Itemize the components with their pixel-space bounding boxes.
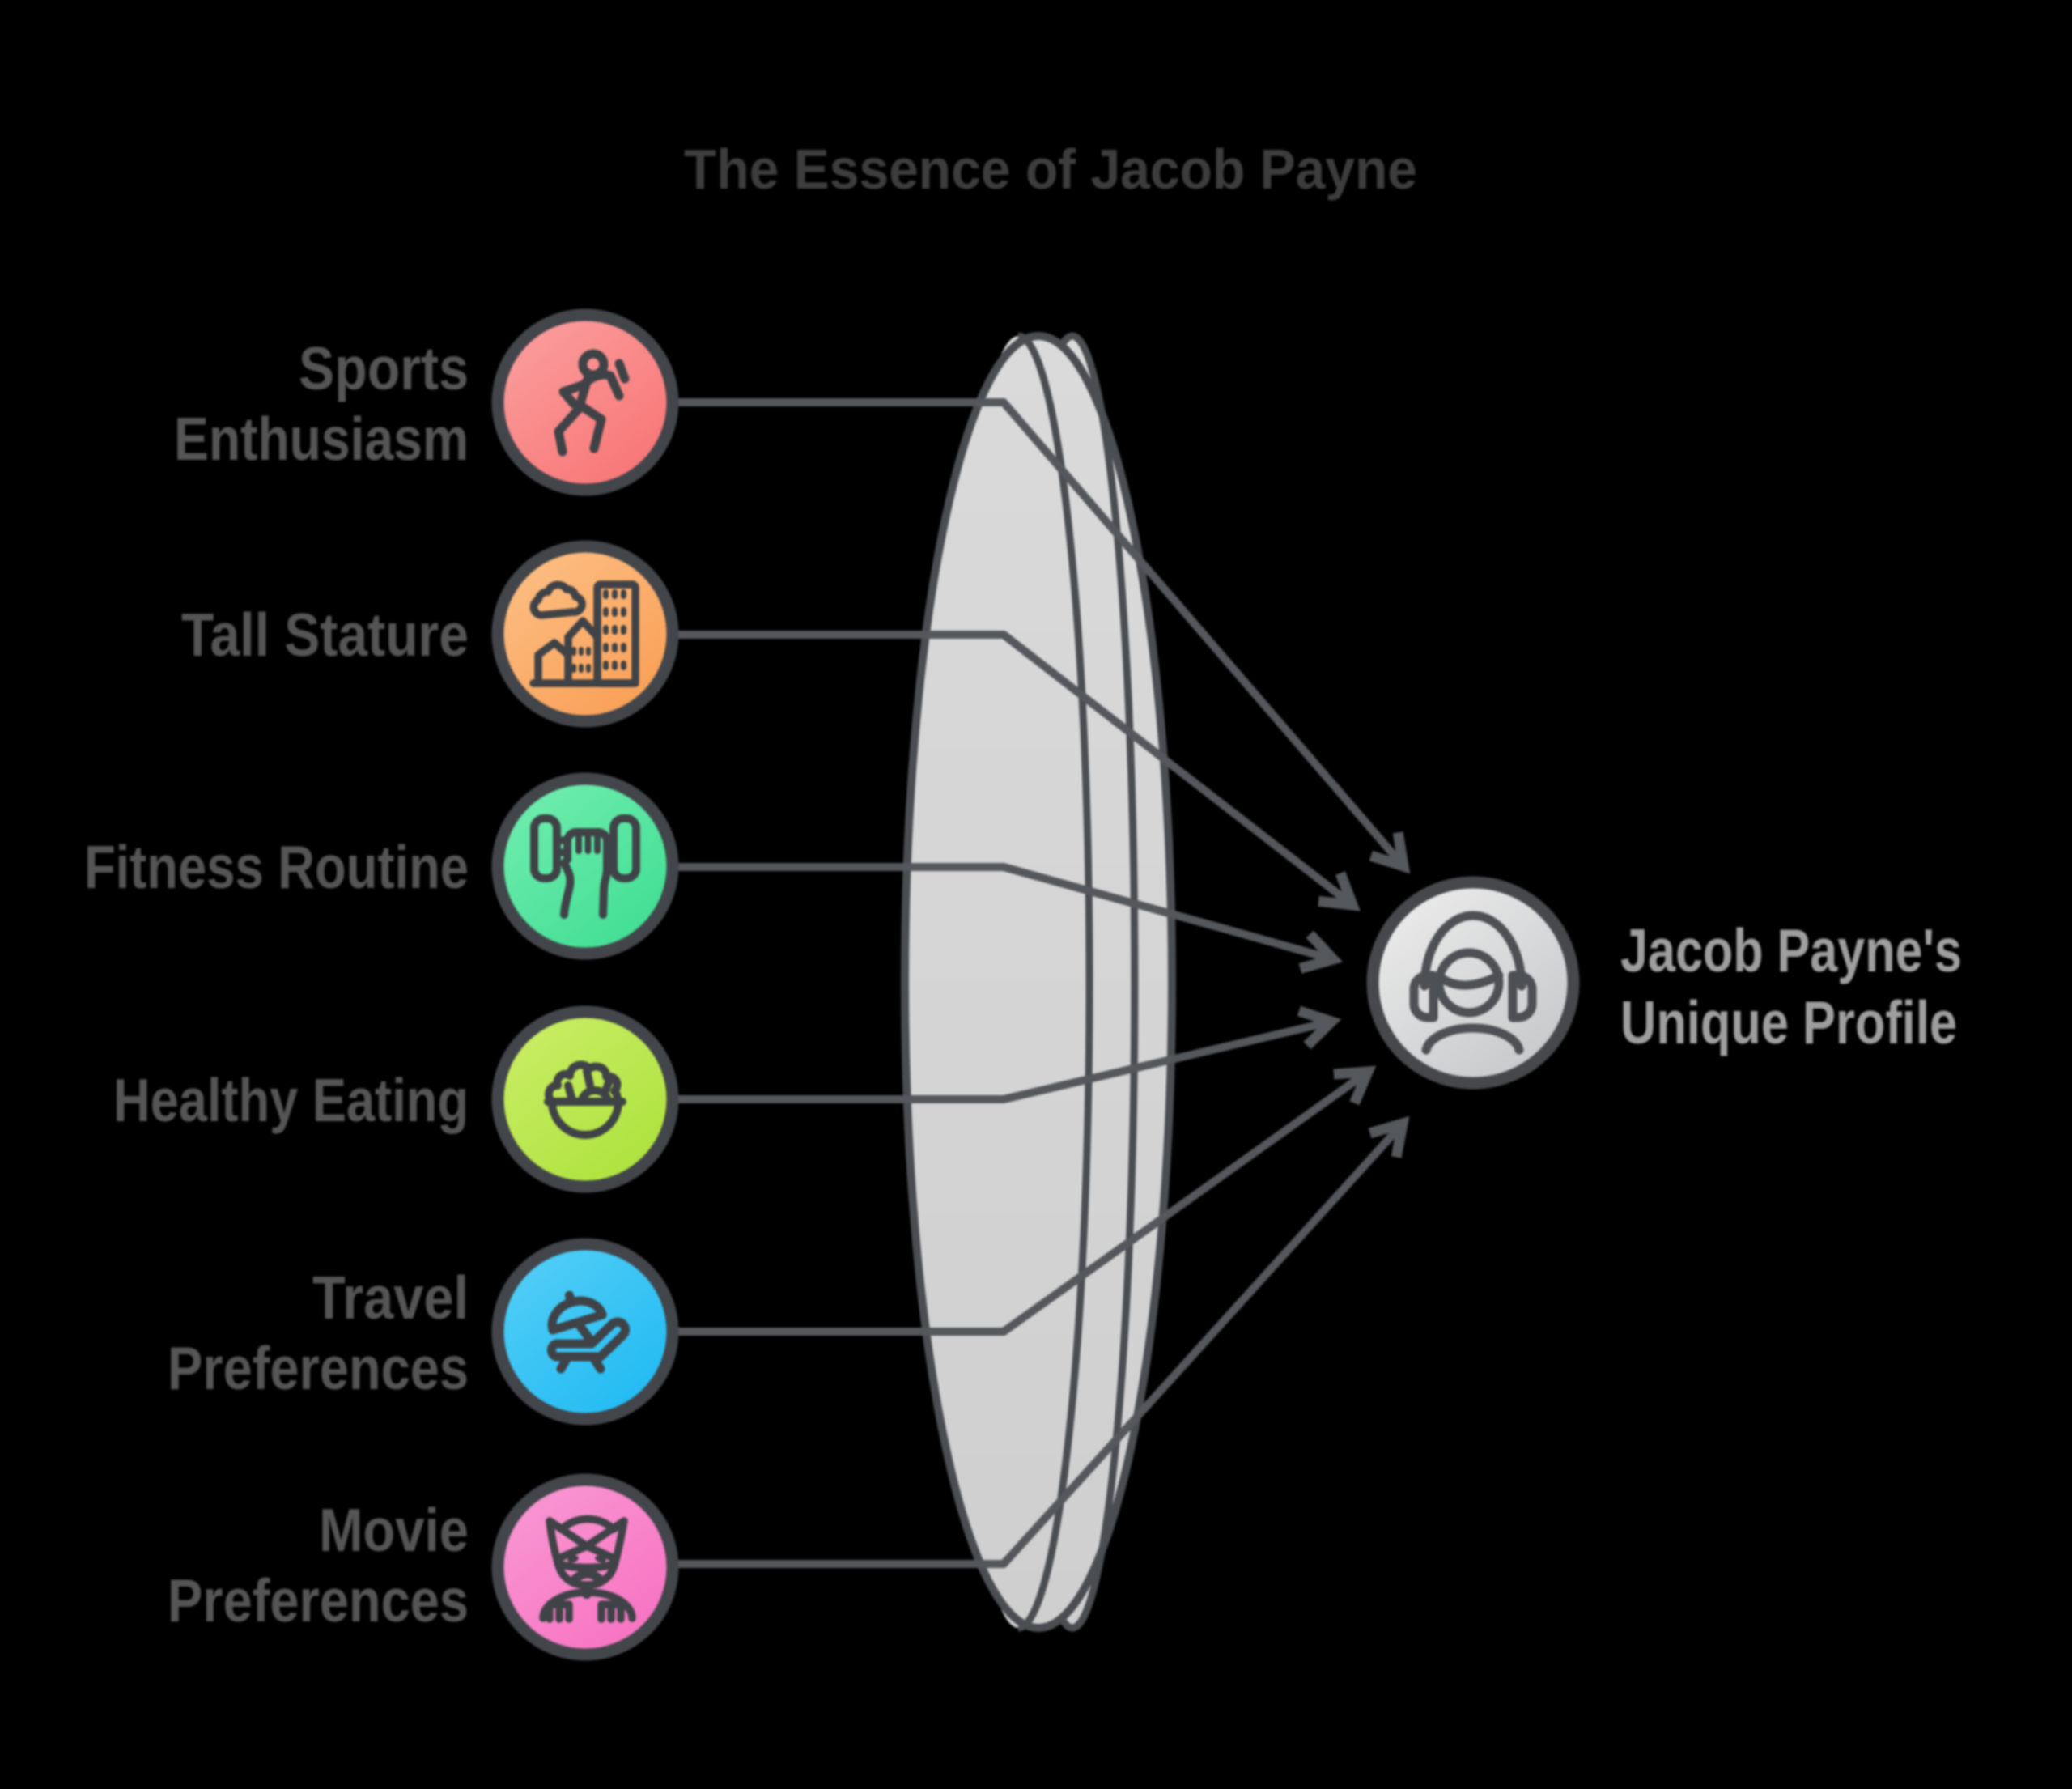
svg-text:Sports: Sports	[299, 334, 469, 402]
svg-text:Fitness Routine: Fitness Routine	[84, 833, 469, 901]
svg-text:Unique Profile: Unique Profile	[1620, 988, 1957, 1056]
svg-text:The Essence of Jacob Payne: The Essence of Jacob Payne	[684, 138, 1417, 201]
svg-text:Jacob Payne's: Jacob Payne's	[1620, 916, 1962, 984]
svg-text:Travel: Travel	[312, 1264, 469, 1332]
svg-text:Movie: Movie	[319, 1496, 469, 1564]
svg-text:Preferences: Preferences	[168, 1566, 469, 1634]
svg-text:Preferences: Preferences	[168, 1334, 469, 1402]
svg-text:Healthy Eating: Healthy Eating	[113, 1066, 469, 1134]
svg-text:Tall Stature: Tall Stature	[181, 601, 469, 669]
svg-text:Enthusiasm: Enthusiasm	[174, 405, 469, 473]
